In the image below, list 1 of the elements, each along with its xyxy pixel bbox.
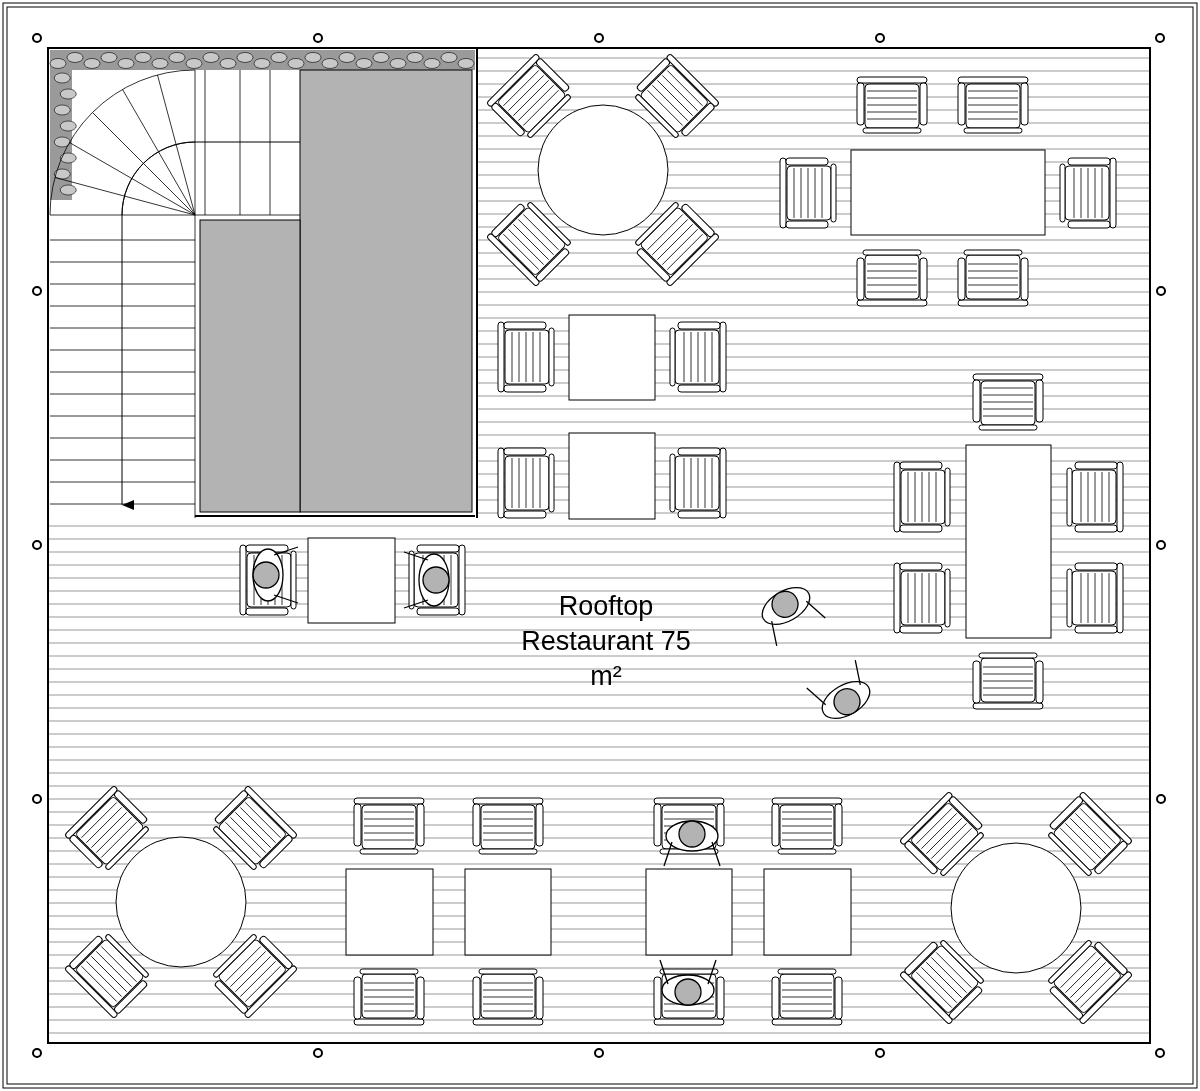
room-label: Rooftop Restaurant 75 m² <box>521 590 691 693</box>
